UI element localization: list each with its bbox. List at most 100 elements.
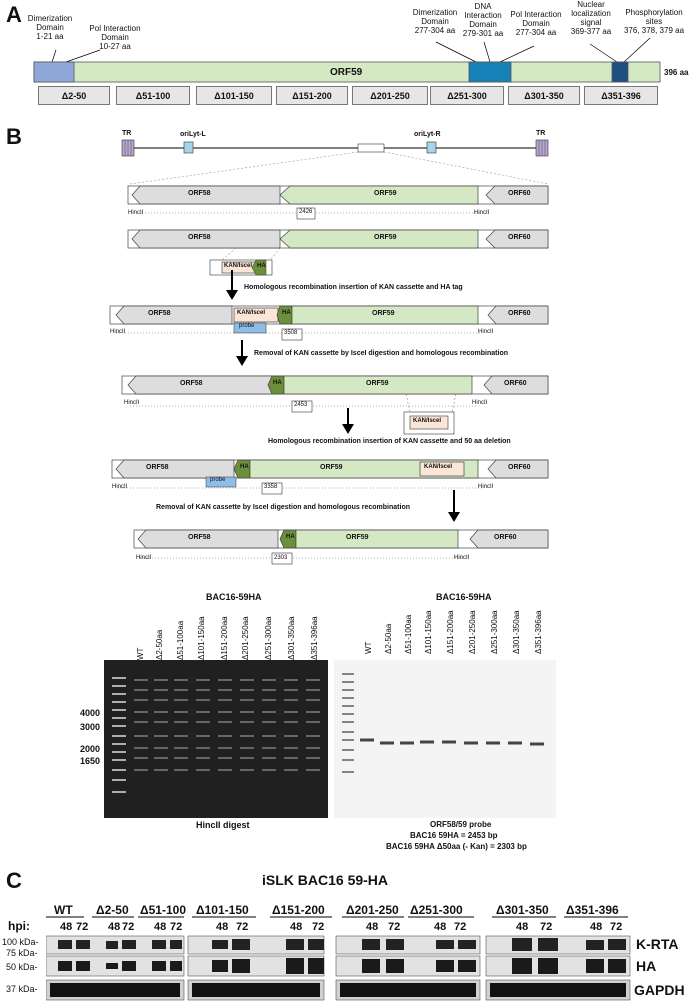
- gel-lane-label: Δ51-100aa: [176, 620, 185, 660]
- group-underlines: [46, 916, 628, 918]
- gel-lane-label: Δ101-150aa: [197, 616, 206, 660]
- orf59-label: ORF59: [330, 67, 363, 78]
- hpi-value: 48: [516, 921, 529, 933]
- hincii-label: HincII: [474, 210, 490, 216]
- western-blots: [46, 935, 631, 1001]
- step-label: Homologous recombination insertion of KA…: [244, 284, 463, 291]
- southern-lane-label: Δ251-300aa: [490, 610, 499, 654]
- orf59-label: ORF59: [374, 190, 397, 197]
- mw-marker: 37 kDa-: [6, 984, 38, 994]
- step-label: Homologous recombination insertion of KA…: [268, 438, 511, 445]
- group-label: Δ351-396: [566, 903, 619, 917]
- gel-caption: HincII digest: [196, 820, 250, 830]
- deletion-box: Δ51-100: [116, 86, 190, 105]
- mw-marker: 50 kDa-: [6, 962, 38, 972]
- orf59-label: ORF59: [366, 380, 389, 387]
- orf59-label: ORF59: [320, 464, 343, 471]
- mw-marker: 100 kDa-: [2, 937, 39, 947]
- group-label: Δ301-350: [496, 903, 549, 917]
- hincii-label: HincII: [128, 210, 144, 216]
- gel-marker-label: 1650: [80, 756, 101, 766]
- orf60-label: ORF60: [508, 464, 531, 471]
- southern-lane-label: Δ351-396aa: [534, 610, 543, 654]
- orf58-label: ORF58: [148, 310, 171, 317]
- kan-cassette-label: KAN/IsceI: [424, 464, 453, 470]
- hpi-value: 48: [108, 921, 121, 933]
- hpi-label: hpi:: [8, 919, 30, 933]
- tr-right-label: TR: [536, 130, 546, 137]
- orf58-label: ORF58: [146, 464, 169, 471]
- hincii-label: HincII: [454, 555, 470, 561]
- probe-label: probe: [239, 323, 255, 329]
- hpi-value: 48: [590, 921, 603, 933]
- hpi-value: 48: [434, 921, 447, 933]
- deletion-box: Δ201-250: [352, 86, 428, 105]
- orf59-label: ORF59: [372, 310, 395, 317]
- genome-map: [109, 139, 549, 565]
- ha-tag-label: HA: [273, 380, 282, 386]
- southern-lane-label: Δ201-250aa: [468, 610, 477, 654]
- hincii-label: HincII: [124, 400, 140, 406]
- orf58-label: ORF58: [188, 190, 211, 197]
- panel-c-title: iSLK BAC16 59-HA: [262, 872, 389, 888]
- hpi-value: 72: [610, 921, 623, 933]
- southern-lane-label: Δ151-200aa: [446, 610, 455, 654]
- probe-label: probe: [210, 477, 226, 483]
- gel-lane-label: Δ201-250aa: [241, 616, 250, 660]
- ori-left-label: oriLyt-L: [180, 131, 206, 138]
- southern-lane-label: Δ301-350aa: [512, 610, 521, 654]
- hincii-label: HincII: [136, 555, 152, 561]
- hpi-value: 72: [540, 921, 553, 933]
- panel-c-letter: C: [6, 868, 22, 893]
- blot-label-ha: HA: [636, 958, 657, 974]
- panel-b-letter: B: [6, 124, 22, 149]
- group-label: Δ151-200: [272, 903, 325, 917]
- hpi-value: 72: [122, 921, 135, 933]
- length-label: 396 aa: [664, 68, 689, 77]
- deletion-box: Δ101-150: [196, 86, 272, 105]
- group-label: WT: [54, 903, 73, 917]
- hincii-label: HincII: [112, 484, 128, 490]
- orf58-label: ORF58: [188, 534, 211, 541]
- hpi-value: 72: [388, 921, 401, 933]
- hpi-value: 48: [60, 921, 73, 933]
- southern-blot: [334, 660, 556, 818]
- tr-left-label: TR: [122, 130, 132, 137]
- orf60-label: ORF60: [508, 190, 531, 197]
- southern-lane-label: Δ101-150aa: [424, 610, 433, 654]
- hpi-value: 72: [76, 921, 89, 933]
- hpi-value: 48: [366, 921, 379, 933]
- kan-cassette-label: KAN/IsceI: [413, 418, 442, 424]
- hpi-value: 72: [312, 921, 325, 933]
- orf59-label: ORF59: [374, 234, 397, 241]
- southern-title: BAC16-59HA: [436, 592, 492, 602]
- gel-marker-label: 4000: [80, 708, 101, 718]
- kan-cassette-label: KAN/IsceI: [224, 263, 253, 269]
- hpi-value: 72: [170, 921, 183, 933]
- size-label: 3358: [264, 484, 278, 490]
- orf58-label: ORF58: [188, 234, 211, 241]
- orf58-label: ORF58: [180, 380, 203, 387]
- gel-marker-label: 2000: [80, 744, 101, 754]
- gel-lane-label: Δ351-396aa: [310, 616, 319, 660]
- southern-caption: ORF58/59 probe: [430, 820, 492, 829]
- hpi-value: 72: [236, 921, 249, 933]
- kan-cassette-label: KAN/IsceI: [237, 310, 266, 316]
- group-label: Δ2-50: [96, 903, 129, 917]
- southern-lane-label: Δ51-100aa: [404, 614, 413, 654]
- orf60-label: ORF60: [504, 380, 527, 387]
- gel-lane-label: Δ151-200aa: [220, 616, 229, 660]
- deletion-box: Δ301-350: [508, 86, 580, 105]
- hincii-label: HincII: [110, 329, 126, 335]
- southern-lane-label: Δ2-50aa: [384, 623, 393, 654]
- panel-a-letter: A: [6, 2, 22, 27]
- orf59-label: ORF59: [346, 534, 369, 541]
- size-label: 2453: [294, 402, 308, 408]
- orf59-domain-bar: [33, 37, 661, 83]
- group-label: Δ51-100: [140, 903, 186, 917]
